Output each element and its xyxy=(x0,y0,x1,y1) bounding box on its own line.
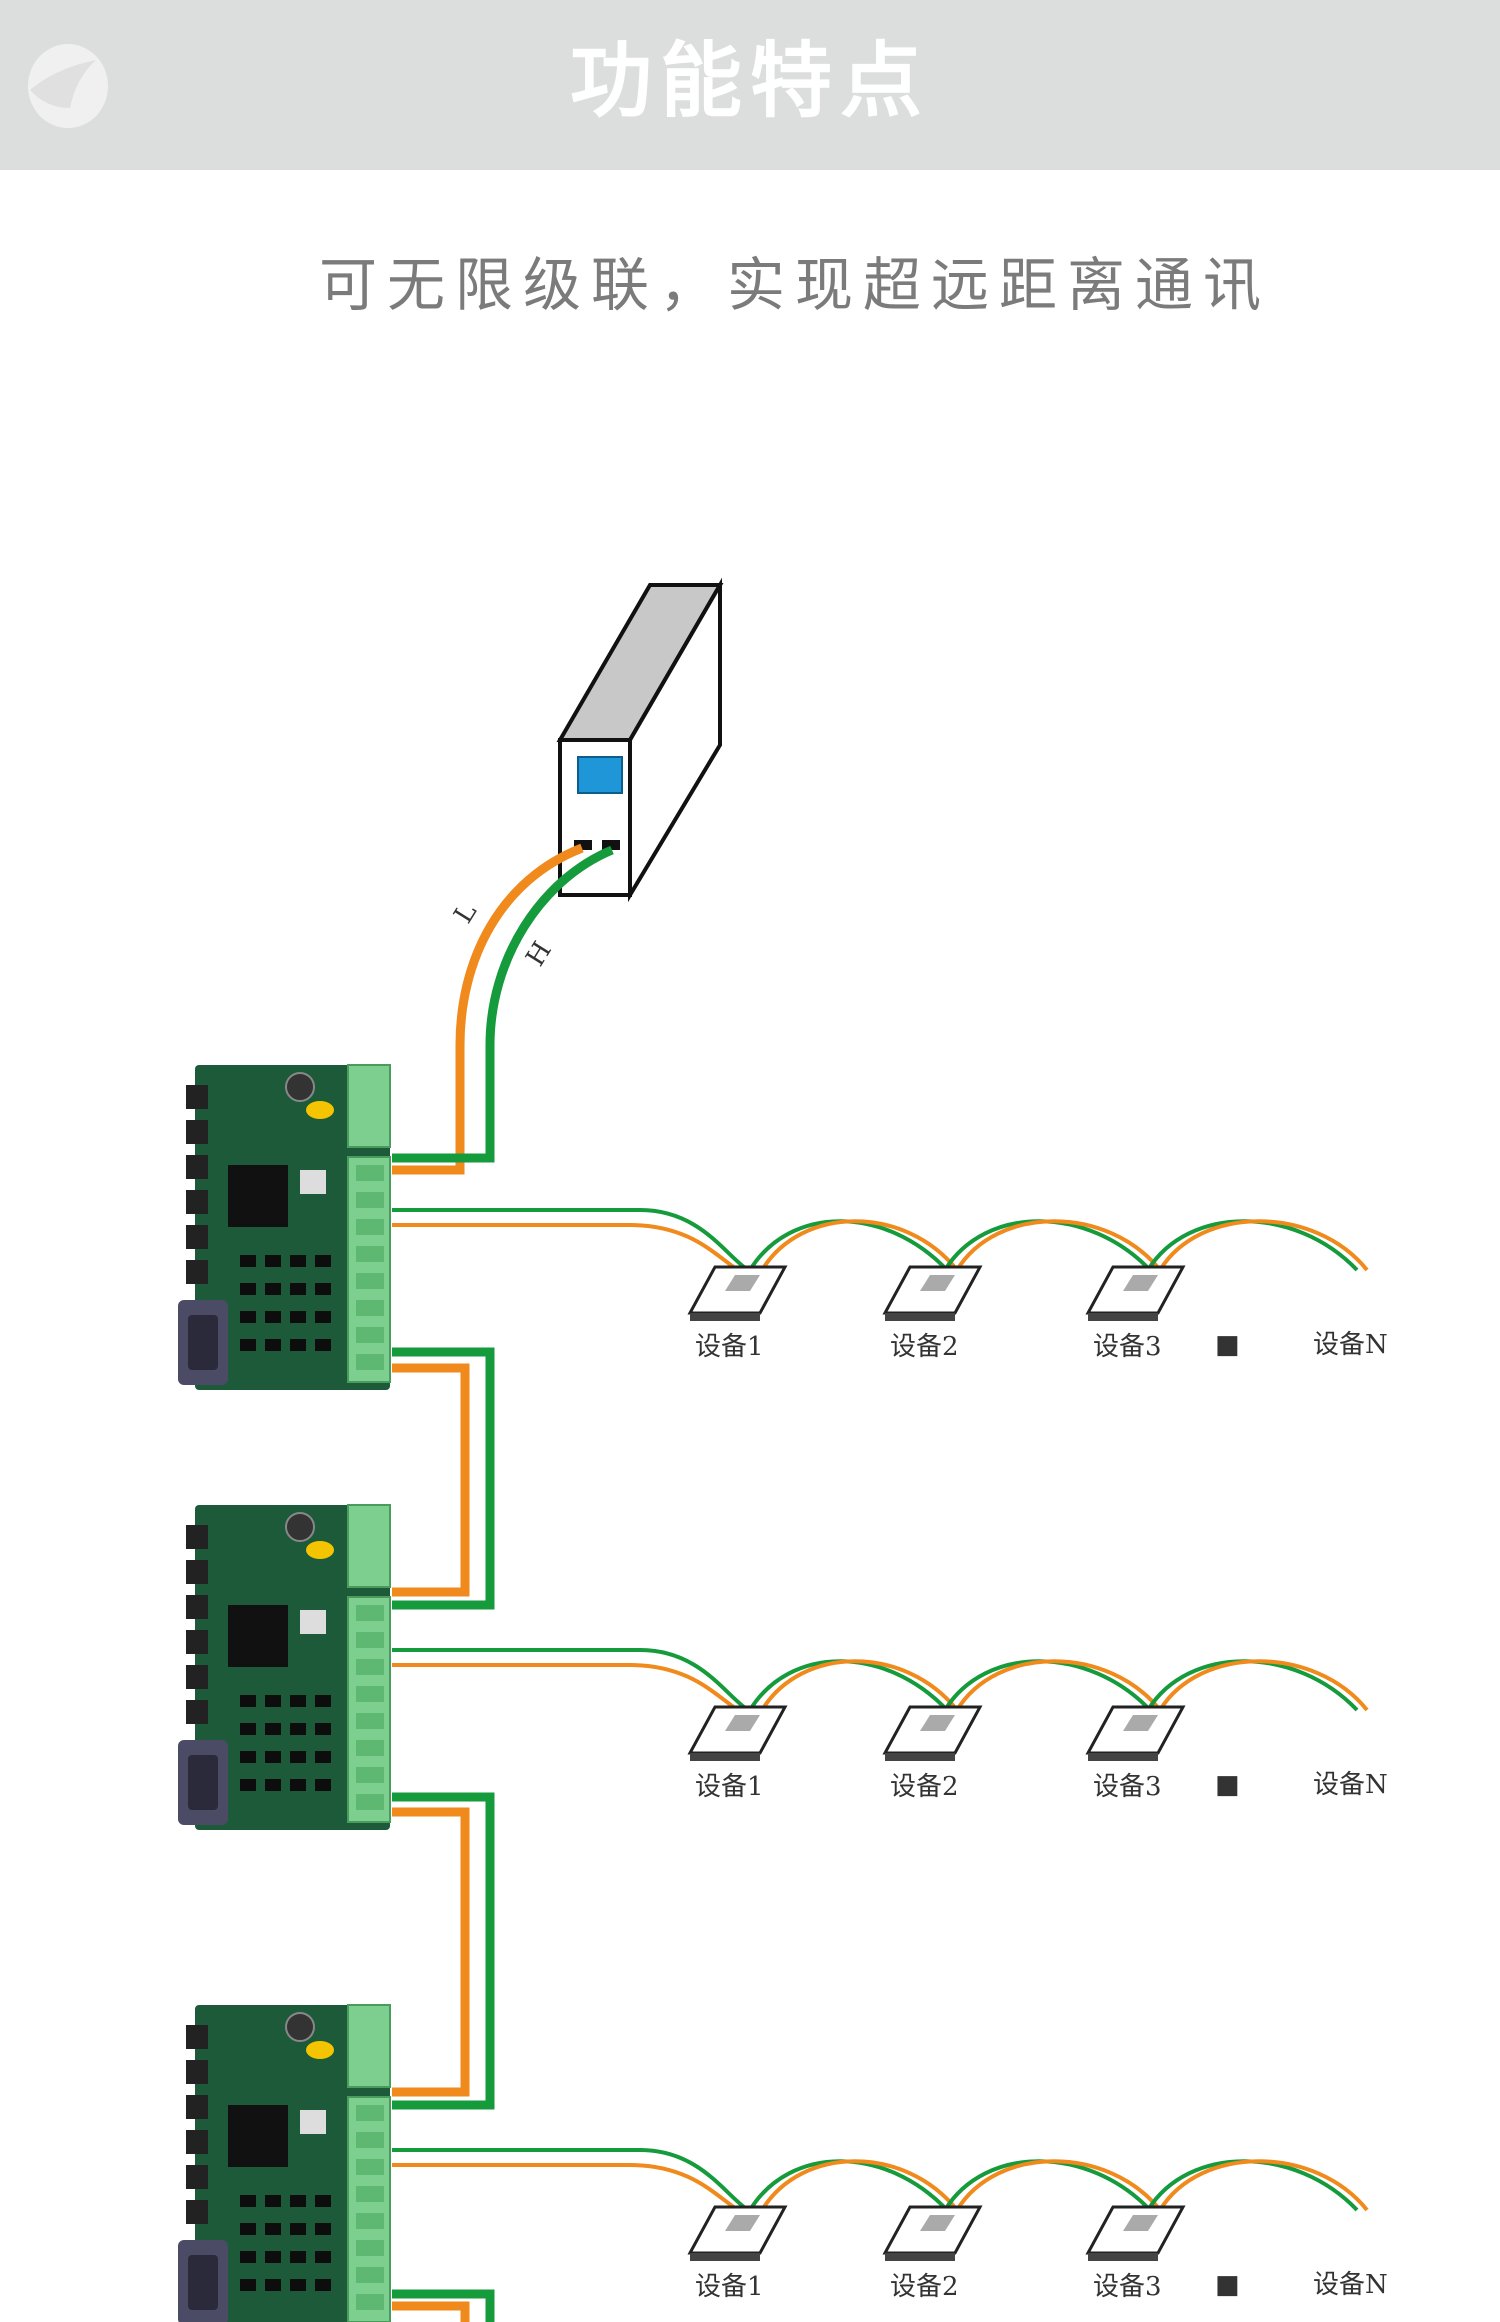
leaf-logo-icon xyxy=(28,44,108,128)
controller-board xyxy=(178,1504,391,1830)
card-reader-device xyxy=(687,1265,788,1321)
controller-board xyxy=(178,2004,391,2322)
device-label-last: 设备N xyxy=(1313,1330,1388,1360)
wire-label-l: L xyxy=(448,898,483,929)
host-screen xyxy=(577,756,623,794)
controller-board xyxy=(178,1064,391,1390)
page-title: 功能特点 xyxy=(569,34,930,129)
device-label: 设备1 xyxy=(695,2272,764,2302)
device-row: 设备1 设备2 设备3 ■ 设备N xyxy=(392,2148,1388,2302)
card-reader-device xyxy=(687,1705,788,1761)
device-label: 设备2 xyxy=(890,1332,959,1362)
device-label: 设备1 xyxy=(695,1332,764,1362)
device-row: 设备1 设备2 设备3 ■ 设备N xyxy=(392,1648,1388,1802)
card-reader-device xyxy=(882,2205,983,2261)
device-label-last: 设备N xyxy=(1313,2270,1388,2300)
device-rows: 设备1 设备2 设备3 ■ 设备N 设备1 设备2 设备3 ■ 设备N 设备1 设备2 设备3 ■ 设备N xyxy=(392,1208,1388,2302)
device-label: 设备3 xyxy=(1093,1772,1162,1802)
controller-boards xyxy=(178,1064,391,2322)
device-label: 设备2 xyxy=(890,1772,959,1802)
cascade-wires xyxy=(392,1347,495,2322)
subtitle: 可无限级联，实现超远距离通讯 xyxy=(318,251,1271,319)
ellipsis-marker: ■ xyxy=(1215,1770,1240,1800)
device-row: 设备1 设备2 设备3 ■ 设备N xyxy=(392,1208,1388,1362)
card-reader-device xyxy=(1085,1705,1186,1761)
card-reader-device xyxy=(882,1265,983,1321)
wire-label-h: H xyxy=(520,937,557,972)
card-reader-device xyxy=(1085,1265,1186,1321)
device-label: 设备2 xyxy=(890,2272,959,2302)
header-bar: 功能特点 xyxy=(0,0,1500,170)
card-reader-device xyxy=(882,1705,983,1761)
device-label: 设备3 xyxy=(1093,1332,1162,1362)
ellipsis-marker: ■ xyxy=(1215,2270,1240,2300)
card-reader-device xyxy=(687,2205,788,2261)
device-label-last: 设备N xyxy=(1313,1770,1388,1800)
ellipsis-marker: ■ xyxy=(1215,1330,1240,1360)
device-label: 设备3 xyxy=(1093,2272,1162,2302)
host-device xyxy=(556,577,724,903)
card-reader-device xyxy=(1085,2205,1186,2261)
device-label: 设备1 xyxy=(695,1772,764,1802)
